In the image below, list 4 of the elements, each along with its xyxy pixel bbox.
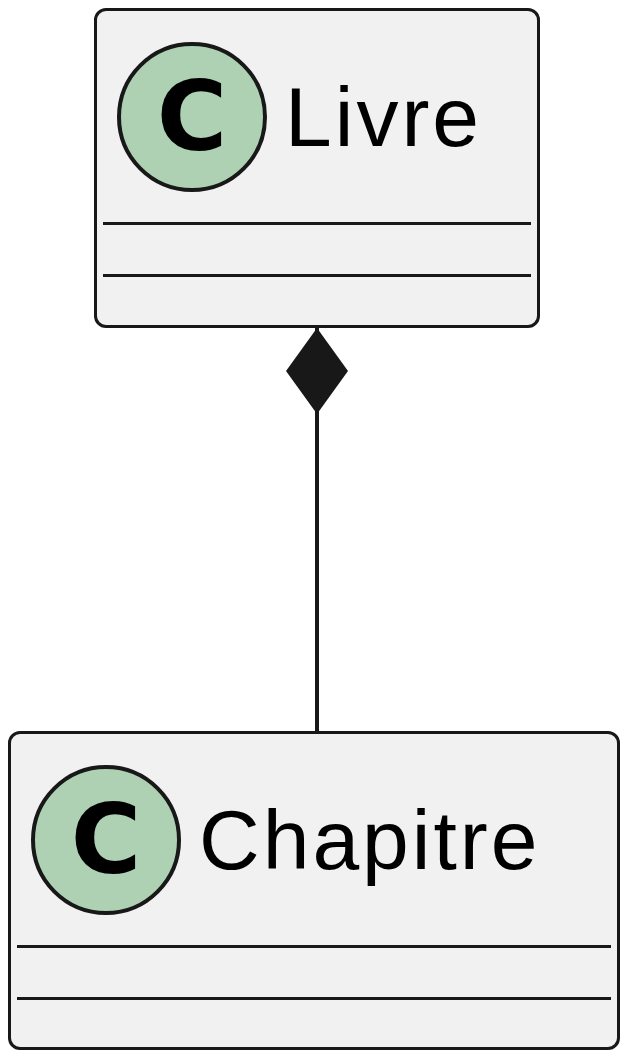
class-name: Livre — [285, 74, 483, 159]
class-box — [94, 8, 540, 328]
class-box — [8, 731, 620, 1050]
composition-connector — [286, 328, 348, 731]
